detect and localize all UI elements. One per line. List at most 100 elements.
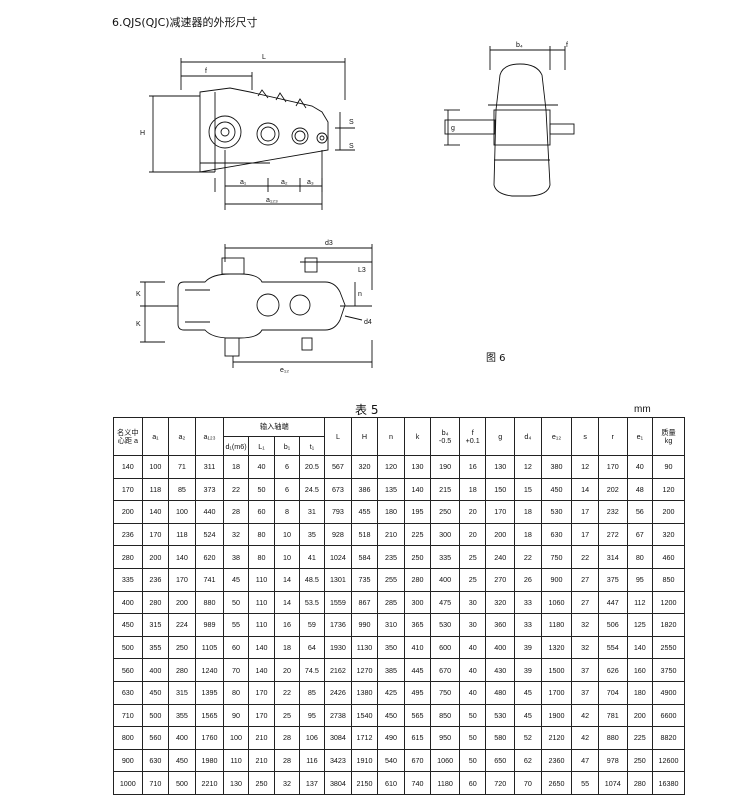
table-cell: 1736 [324, 613, 352, 637]
table-cell: 67 [626, 522, 654, 547]
table-cell: 60 [458, 771, 487, 795]
table-cell: 280 [141, 590, 170, 615]
table-cell: 90 [223, 703, 249, 728]
table-cell: 1074 [597, 771, 628, 795]
table-cell: 26 [514, 567, 542, 592]
header-g: g [485, 417, 516, 456]
table-cell: 1060 [430, 748, 460, 773]
table-cell: 1930 [324, 635, 352, 660]
table-cell: 140 [626, 635, 654, 660]
table-cell: 118 [168, 522, 196, 547]
table-cell: 315 [168, 680, 196, 705]
table-cell: 40 [458, 658, 487, 682]
header-b4: b₄-0.5 [430, 417, 460, 456]
table-cell: 18 [458, 477, 487, 502]
table-cell: 1540 [350, 703, 379, 728]
header-t1: t₁ [298, 436, 326, 456]
table-cell: 1270 [350, 658, 379, 682]
table-cell: 236 [113, 522, 143, 547]
table-cell: 400 [485, 635, 516, 660]
dim-g: g [451, 125, 455, 132]
table-cell: 2210 [194, 771, 225, 795]
table-cell: 40 [626, 455, 654, 479]
table-cell: 1105 [194, 635, 225, 660]
table-cell: 6600 [652, 703, 685, 728]
table-cell: 170 [168, 567, 196, 592]
table-cell: 1500 [540, 658, 573, 682]
table-cell: 116 [298, 748, 326, 773]
table-cell: 31 [298, 500, 326, 524]
table-cell: 50 [223, 590, 249, 615]
dim-b4: b₄ [516, 42, 523, 49]
table-cell: 524 [194, 522, 225, 547]
header-f-tol: +0.1 [465, 435, 480, 445]
table-cell: 17 [571, 522, 599, 547]
table-cell: 740 [403, 771, 432, 795]
table-cell: 850 [430, 703, 460, 728]
table-cell: 800 [113, 726, 143, 750]
table-cell: 80 [223, 680, 249, 705]
table-cell: 225 [626, 726, 654, 750]
table-cell: 3423 [324, 748, 352, 773]
table-cell: 35 [298, 522, 326, 547]
table-cell: 39 [514, 658, 542, 682]
dim-L3: L3 [358, 267, 366, 274]
table-cell: 25 [458, 567, 487, 592]
table-cell: 41 [298, 545, 326, 569]
table-cell: 28 [274, 726, 300, 750]
table-cell: 781 [597, 703, 628, 728]
table-cell: 42 [571, 726, 599, 750]
table-cell: 27 [571, 590, 599, 615]
table-cell: 120 [377, 455, 405, 479]
dim-a123: a₁₂₃ [266, 197, 278, 204]
table-cell: 1395 [194, 680, 225, 705]
table-cell: 180 [377, 500, 405, 524]
table-cell: 1024 [324, 545, 352, 569]
table-cell: 375 [597, 567, 628, 592]
table-cell: 530 [430, 613, 460, 637]
table-cell: 106 [298, 726, 326, 750]
table-cell: 880 [194, 590, 225, 615]
table-cell: 71 [168, 455, 196, 479]
table-cell: 1000 [113, 771, 143, 795]
table-cell: 200 [485, 522, 516, 547]
table-cell: 630 [113, 680, 143, 705]
header-b1: b₁ [274, 436, 300, 456]
header-d1: d₁(m6) [223, 436, 249, 456]
table-cell: 704 [597, 680, 628, 705]
table-cell: 45 [223, 567, 249, 592]
dim-H: H [140, 130, 145, 137]
table-cell: 240 [485, 545, 516, 569]
table-cell: 118 [141, 477, 170, 502]
table-cell: 130 [485, 455, 516, 479]
table-cell: 60 [247, 500, 276, 524]
table-cell: 2550 [652, 635, 685, 660]
table-cell: 140 [247, 658, 276, 682]
table-cell: 12 [571, 455, 599, 479]
table-cell: 225 [403, 522, 432, 547]
table-cell: 2162 [324, 658, 352, 682]
table-cell: 6 [274, 477, 300, 502]
table-cell: 360 [485, 613, 516, 637]
table-cell: 567 [324, 455, 352, 479]
table-cell: 3084 [324, 726, 352, 750]
table-cell: 630 [141, 748, 170, 773]
table-cell: 490 [377, 726, 405, 750]
table-cell: 400 [113, 590, 143, 615]
table-cell: 900 [113, 748, 143, 773]
table-cell: 250 [626, 748, 654, 773]
header-H: H [350, 417, 379, 456]
table-cell: 80 [247, 545, 276, 569]
table-cell: 37 [571, 658, 599, 682]
table-cell: 74.5 [298, 658, 326, 682]
table-cell: 47 [571, 748, 599, 773]
table-cell: 350 [377, 635, 405, 660]
table-cell: 430 [485, 658, 516, 682]
table-cell: 28 [223, 500, 249, 524]
